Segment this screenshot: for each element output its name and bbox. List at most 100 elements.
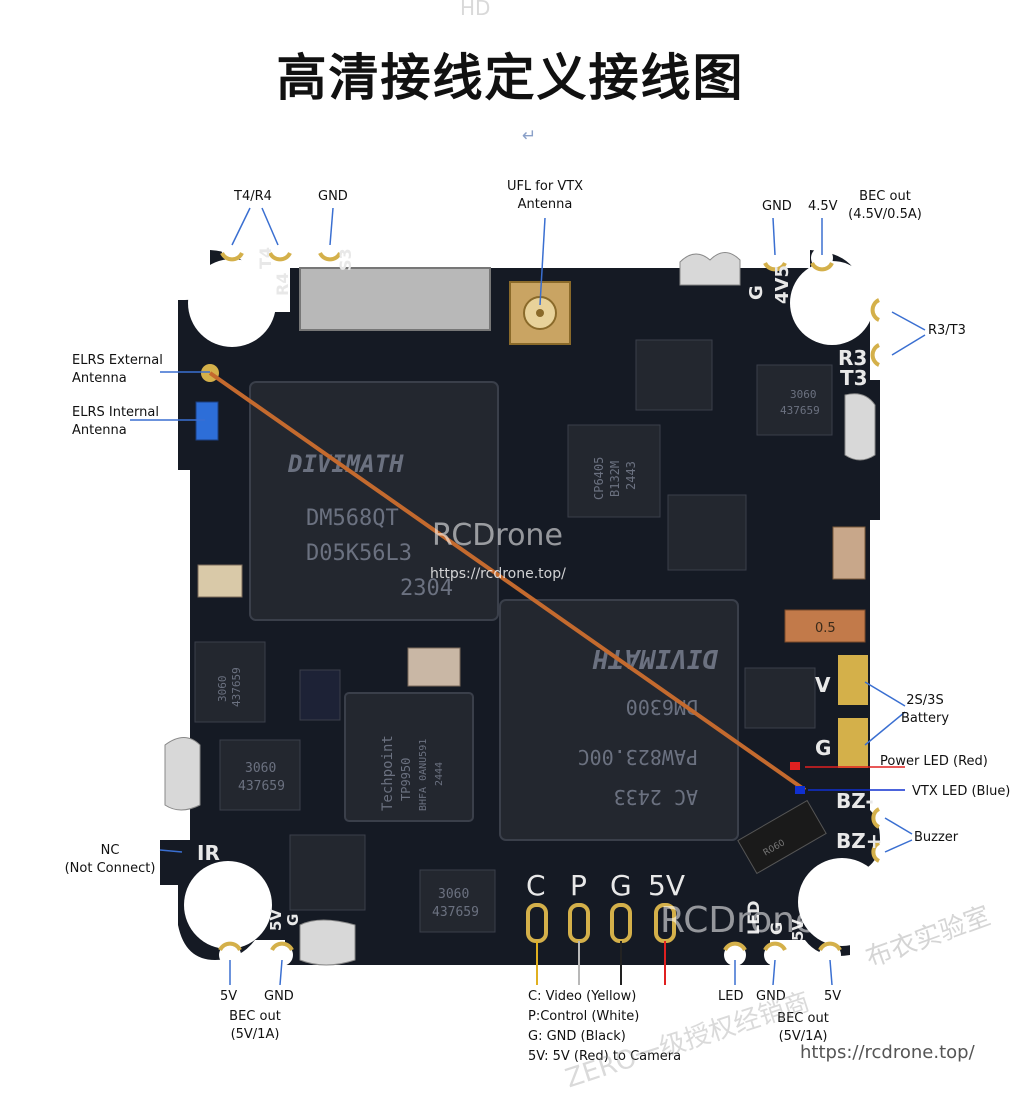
castellation-5v-br (819, 944, 841, 966)
chip-dm6300-lot: AC 2433 (614, 785, 698, 809)
pad-bz1 (871, 807, 881, 829)
chip-dm568-model: DM568QT (306, 506, 399, 531)
label-led: LED (718, 989, 744, 1004)
label-nc: NC(Not Connect) (64, 843, 156, 876)
label-5v-br: 5V (824, 989, 842, 1004)
svg-text:5V: 5V (267, 909, 285, 931)
label-buzzer: Buzzer (914, 830, 959, 845)
watermark-top: HD (460, 0, 491, 20)
svg-text:4V5: 4V5 (772, 265, 793, 304)
solder-blob-left (164, 737, 201, 811)
solder-blob-tr (679, 252, 741, 286)
label-5v-bl: 5V (220, 989, 238, 1004)
dark-chip-right (744, 667, 816, 729)
leader-gnd-top (329, 207, 334, 246)
chip-techpoint-date: 2444 (434, 762, 445, 786)
mosfet-d-line1: 3060 (790, 388, 817, 401)
mount-hole-br (798, 858, 886, 946)
castellation-g (764, 247, 786, 269)
chip-techpoint-brand: Techpoint (380, 735, 396, 811)
label-bec-br: BEC out(5V/1A) (777, 1011, 829, 1044)
elrs-internal-antenna (195, 401, 219, 441)
label-power-led: Power LED (Red) (880, 754, 988, 769)
vtx-led (795, 786, 805, 794)
mount-hole-bl (184, 861, 272, 949)
chip-dm6300-brand: DIVIMATH (592, 643, 719, 673)
pad-5v-br (818, 941, 842, 952)
svg-text:IR: IR (197, 841, 220, 865)
svg-text:CP6405: CP6405 (592, 457, 606, 500)
castellation-s3 (319, 237, 341, 259)
svg-text:5V: 5V (789, 919, 807, 941)
leader-gnd-tr (772, 217, 776, 256)
leader-t3 (891, 334, 926, 356)
castellation-bz1 (874, 808, 894, 828)
svg-text:C: C (526, 869, 546, 902)
power-led (790, 762, 800, 770)
solder-blob-bottom (299, 919, 356, 966)
crystal (407, 647, 461, 687)
chip-misc-1 (635, 339, 713, 411)
svg-text:T4: T4 (256, 247, 275, 269)
pad-4v5 (810, 261, 834, 272)
chip-misc-2 (667, 494, 747, 571)
mosfet-a (194, 641, 266, 723)
label-gnd-tr: GND (762, 199, 792, 214)
fuse (784, 609, 866, 643)
fuse-label: 0.5 (815, 621, 836, 636)
svg-text:437659: 437659 (230, 667, 243, 707)
mount-hole-tr (790, 261, 874, 345)
diode (737, 799, 827, 875)
label-gnd-top: GND (318, 189, 348, 204)
svg-text:2443: 2443 (624, 461, 638, 490)
pad-5v-bl (218, 941, 242, 952)
watermark-center: RCDrone (432, 518, 563, 553)
castellation-gnd-bl (271, 944, 293, 966)
label-gnd-br: GND (756, 989, 786, 1004)
svg-text:LED: LED (744, 901, 763, 935)
chip-dm568 (249, 381, 499, 621)
leader-gnd-bl (279, 959, 283, 986)
chip-techpoint-model: TP9950 (399, 758, 413, 801)
svg-text:R4: R4 (273, 273, 292, 296)
chip-dm568-code: D05K56L3 (306, 541, 412, 566)
castellation-t3 (873, 344, 895, 366)
pad-r4 (268, 251, 292, 262)
castellation-bz2 (874, 842, 894, 862)
connector-shield (299, 267, 491, 331)
label-4v5: 4.5V (808, 199, 838, 214)
label-pin-p: P:Control (White) (528, 1009, 640, 1024)
svg-text:G: G (610, 869, 632, 902)
chip-dm568-brand: DIVIMATH (287, 450, 404, 478)
leader-buzzer (884, 817, 913, 835)
svg-text:T3: T3 (840, 366, 868, 390)
mosfet-d (756, 364, 833, 436)
label-gnd-bl: GND (264, 989, 294, 1004)
castellation-led (724, 944, 746, 966)
battery-pad-g (838, 718, 868, 768)
leader-r4 (261, 207, 279, 246)
castellation-r4 (269, 237, 291, 259)
leader-gnd-br (772, 959, 776, 986)
page-title: 高清接线定义接线图 (276, 49, 745, 107)
return-mark: ↵ (522, 126, 537, 146)
castellation-r3 (873, 299, 895, 321)
chip-misc-4 (299, 669, 341, 721)
leader-ufl (539, 217, 546, 306)
castellation-4v5 (811, 247, 833, 269)
label-vtx-led: VTX LED (Blue) (912, 784, 1011, 799)
castellation-t4 (221, 237, 243, 259)
mosfet-b (219, 739, 301, 811)
pad-t4 (220, 251, 244, 262)
pad-led (723, 941, 747, 952)
leader-nc (159, 849, 183, 853)
label-pin-c: C: Video (Yellow) (528, 989, 637, 1004)
pad-gnd-br (763, 941, 787, 952)
chip-dm568-date: 2304 (400, 576, 453, 601)
leader-t4 (231, 207, 251, 246)
mosfet-c-line2: 437659 (432, 905, 479, 920)
elrs-antenna-wire (208, 371, 807, 792)
